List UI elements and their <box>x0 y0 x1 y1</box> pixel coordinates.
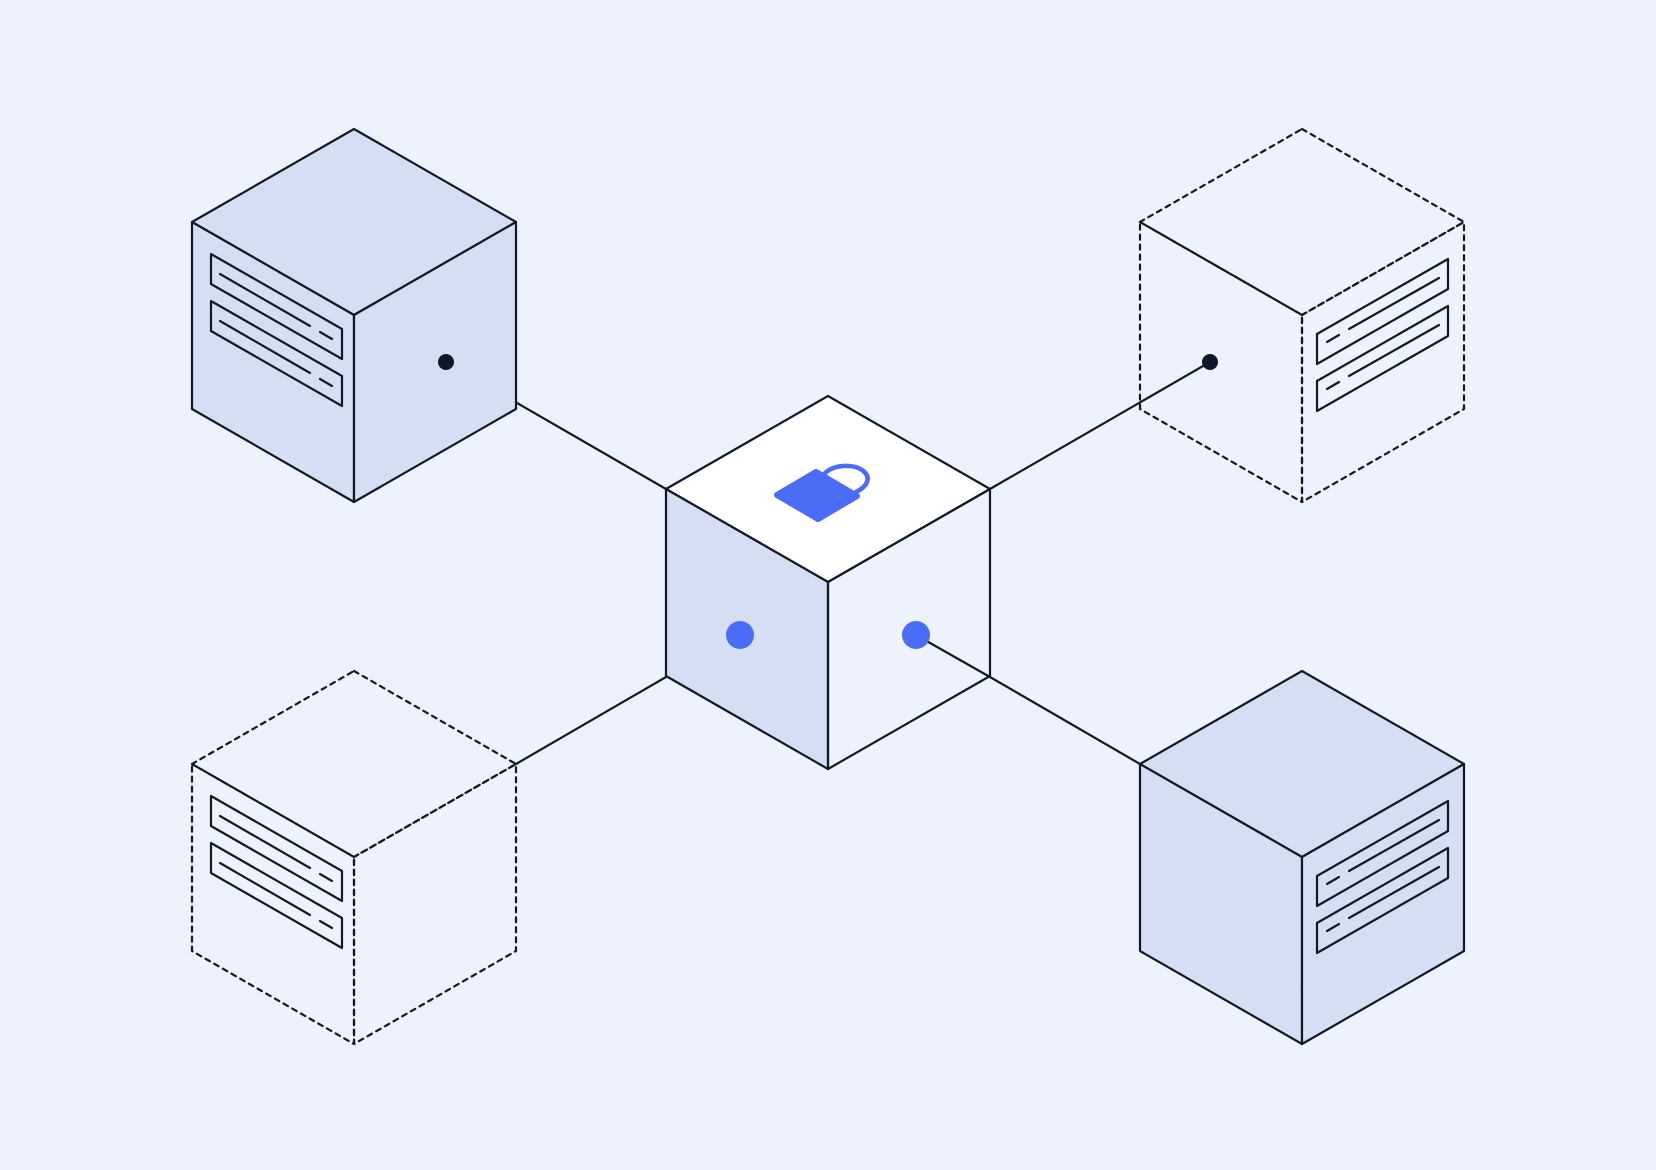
cube-right-face <box>352 220 518 504</box>
hub-right-face <box>826 487 992 771</box>
drive-slot <box>1315 846 1450 955</box>
drive-led <box>1325 380 1341 391</box>
drive-led <box>318 872 334 883</box>
cube-left-face <box>190 762 356 1046</box>
drive-slot <box>209 794 344 903</box>
node-port-dot <box>1202 354 1218 370</box>
drive-led <box>1325 333 1341 344</box>
lock-body <box>774 469 860 522</box>
drive-led <box>1325 922 1341 933</box>
drive-line <box>1347 818 1441 873</box>
server-drives-icon <box>209 252 344 408</box>
hub-connector-dot <box>902 621 930 649</box>
drive-led <box>318 330 334 341</box>
cube-right-face <box>1300 220 1466 504</box>
cube-left-face <box>1138 220 1304 504</box>
drive-line <box>1347 323 1441 378</box>
drive-slot <box>209 841 344 950</box>
lock-icon <box>774 463 870 522</box>
server-drives-icon <box>209 794 344 950</box>
server-bottom-right <box>1138 669 1466 1046</box>
drive-slot <box>209 252 344 361</box>
node-port-dot <box>438 354 454 370</box>
server-top-left <box>190 127 518 504</box>
drive-slot <box>1315 799 1450 908</box>
drive-slot <box>1315 257 1450 366</box>
server-drives-icon <box>1315 257 1450 413</box>
drive-led <box>318 377 334 388</box>
link-top-right <box>988 360 1212 491</box>
lock-shackle <box>819 463 870 495</box>
drive-slot <box>1315 304 1450 413</box>
server-drives-icon <box>1315 799 1450 955</box>
drive-line <box>218 272 312 328</box>
drive-line <box>218 319 312 375</box>
cube-right-face <box>1300 762 1466 1046</box>
hub-connector-dot <box>726 621 754 649</box>
server-bottom-left <box>190 669 518 1046</box>
cube-right-face <box>352 762 518 1046</box>
hub-cube <box>664 394 992 771</box>
drive-line <box>218 814 312 870</box>
drive-line <box>1347 865 1441 920</box>
drive-line <box>1347 276 1441 331</box>
drive-slot <box>209 299 344 408</box>
drive-line <box>218 861 312 917</box>
drive-led <box>318 919 334 930</box>
cube-top-face <box>1138 127 1466 317</box>
server-top-right <box>1138 127 1466 504</box>
drive-led <box>1325 875 1341 886</box>
